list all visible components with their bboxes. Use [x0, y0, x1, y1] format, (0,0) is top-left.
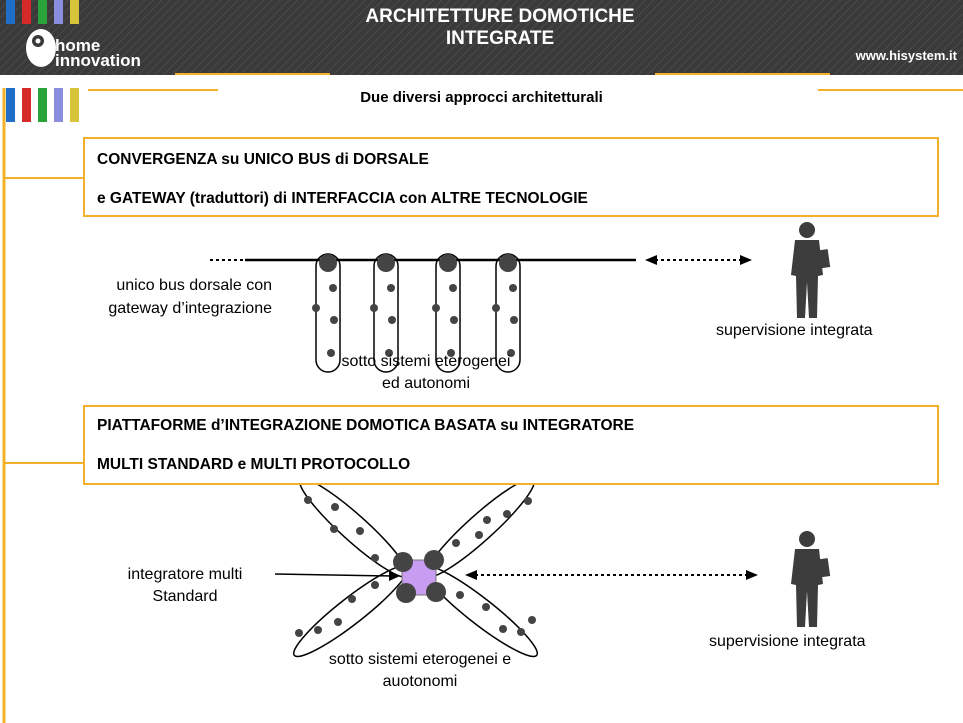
left-border — [2, 88, 6, 723]
section2-box-line1: PIATTAFORME d’INTEGRAZIONE DOMOTICA BASA… — [97, 417, 635, 434]
section1-box-line2: e GATEWAY (traduttori) di INTERFACCIA co… — [97, 190, 588, 207]
person-silhouette-icon — [791, 222, 831, 318]
integrator-pointer-arrow — [274, 571, 400, 581]
subsystems-label-2-line2: auotonomi — [382, 673, 458, 690]
title-line2: INTEGRATE — [445, 28, 555, 49]
integrator-label: integratore multi Standard — [100, 564, 270, 608]
subsystem-loop-2 — [370, 253, 399, 373]
section1-box-line1: CONVERGENZA su UNICO BUS di DORSALE — [97, 151, 429, 168]
supervision-arrow-1 — [645, 255, 752, 265]
supervision-label-1: supervisione integrata — [716, 322, 873, 339]
brand-stripes-top — [6, 0, 79, 24]
bus-label-line1: unico bus dorsale con — [116, 277, 272, 294]
header-texture — [0, 0, 963, 75]
integrator-diagram — [274, 485, 758, 658]
title-line1: ARCHITETTURE DOMOTICHE — [365, 6, 635, 27]
integrator-label-line2: Standard — [152, 588, 218, 605]
section1-connector — [4, 177, 83, 179]
subtitle: Due diversi approcci architetturali — [360, 89, 603, 106]
logo-line2: innovation — [55, 51, 141, 70]
logo-text: home innovation — [55, 36, 141, 70]
header-accent-lines — [88, 73, 963, 91]
section2-connector — [4, 462, 83, 464]
header-bar: ARCHITETTURE DOMOTICHE INTEGRATE www.his… — [0, 0, 963, 75]
subsystems-label-1-line2: ed autonomi — [381, 375, 471, 392]
logo-eye-icon — [26, 29, 56, 67]
website-url: www.hisystem.it — [855, 48, 957, 63]
supervision-arrow-2 — [465, 570, 758, 580]
person-silhouette-icon — [791, 531, 831, 627]
subsystems-label-2-line1: sotto sistemi eterogenei e — [328, 651, 512, 668]
subsystem-loop-1 — [312, 253, 341, 373]
integrator-label-line1: integratore multi — [127, 566, 243, 583]
supervision-label-2: supervisione integrata — [709, 633, 866, 650]
subsystems-label-2: sotto sistemi eterogenei e auotonomi — [280, 649, 560, 693]
bus-diagram — [210, 253, 752, 373]
subsystem-loop-4 — [492, 253, 521, 373]
section2-box-line2: MULTI STANDARD e MULTI PROTOCOLLO — [97, 456, 411, 473]
section1-box: CONVERGENZA su UNICO BUS di DORSALE e GA… — [83, 137, 939, 217]
page-title: ARCHITETTURE DOMOTICHE INTEGRATE — [240, 6, 760, 50]
bus-label: unico bus dorsale con gateway d’integraz… — [40, 274, 272, 320]
section2-box: PIATTAFORME d’INTEGRAZIONE DOMOTICA BASA… — [83, 405, 939, 485]
brand-stripes-bottom — [6, 88, 79, 122]
subsystems-label-1-line1: sotto sistemi eterogenei — [341, 353, 511, 370]
subsystems-label-1: sotto sistemi eterogenei ed autonomi — [296, 351, 556, 395]
bus-label-line2: gateway d’integrazione — [108, 300, 272, 317]
logo-line1: home — [55, 36, 101, 55]
subsystem-loop-3 — [432, 253, 461, 373]
